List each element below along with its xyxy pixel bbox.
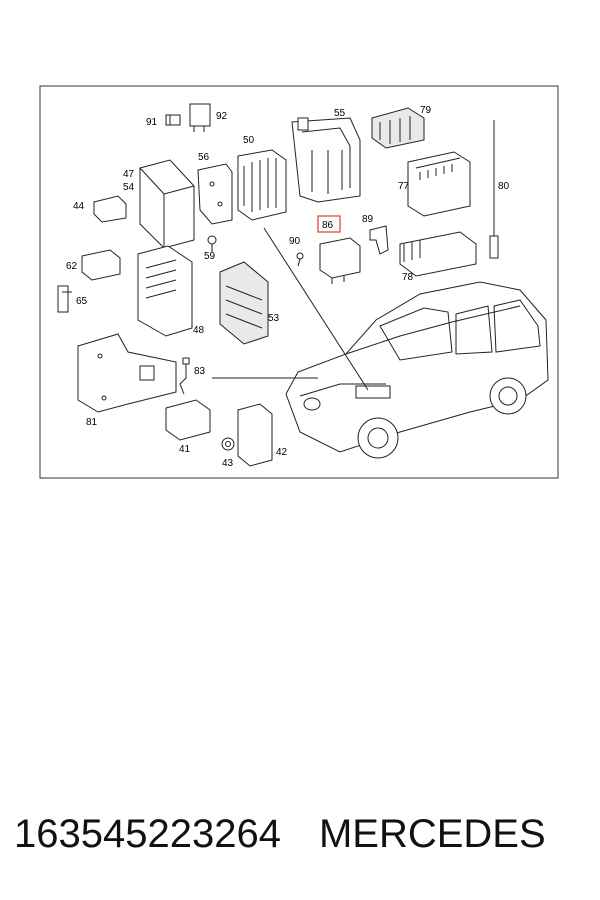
- label-89: 89: [362, 214, 374, 225]
- label-43: 43: [222, 458, 234, 469]
- part-86-module[interactable]: [319, 237, 361, 284]
- brand-name: MERCEDES: [318, 812, 546, 856]
- part-47-54-control-unit[interactable]: [139, 159, 195, 249]
- label-90: 90: [289, 236, 301, 247]
- label-91: 91: [146, 117, 158, 128]
- part-90-screw[interactable]: [296, 252, 304, 267]
- leader-lines: [212, 227, 369, 391]
- part-78-control-unit[interactable]: [399, 231, 477, 277]
- part-55-carrier[interactable]: [291, 117, 361, 203]
- label-59: 59: [204, 251, 216, 262]
- label-50: 50: [243, 135, 255, 146]
- label-86: 86: [322, 220, 334, 231]
- part-65-bracket[interactable]: [57, 285, 72, 313]
- label-77: 77: [398, 181, 410, 192]
- highlight-box-86: [317, 215, 341, 233]
- part-53-control-unit[interactable]: [219, 261, 269, 345]
- part-43-nut[interactable]: [221, 437, 235, 451]
- label-41: 41: [179, 444, 191, 455]
- part-48-control-unit[interactable]: [137, 245, 193, 337]
- label-81: 81: [86, 417, 98, 428]
- part-42-module[interactable]: [237, 403, 273, 467]
- vehicle-illustration: [285, 281, 549, 459]
- part-79-control-unit[interactable]: [371, 107, 425, 149]
- part-81-mount-plate[interactable]: [77, 333, 177, 413]
- part-62-relay[interactable]: [81, 249, 121, 281]
- label-80: 80: [498, 181, 510, 192]
- part-44-relay[interactable]: [93, 195, 127, 223]
- parts-diagram: 91 92 55 79 50 56 47 54 77 80 44 86 89 9…: [39, 85, 559, 479]
- part-number: 163545223264: [14, 812, 281, 856]
- label-54: 54: [123, 182, 135, 193]
- label-83: 83: [194, 366, 206, 377]
- part-89-bracket[interactable]: [369, 225, 389, 255]
- label-79: 79: [420, 105, 432, 116]
- label-48: 48: [193, 325, 205, 336]
- part-41-module[interactable]: [165, 399, 211, 441]
- label-42: 42: [276, 447, 288, 458]
- label-92: 92: [216, 111, 228, 122]
- part-56-bracket[interactable]: [197, 163, 233, 225]
- label-56: 56: [198, 152, 210, 163]
- label-78: 78: [402, 272, 414, 283]
- part-59-screw[interactable]: [207, 235, 217, 252]
- label-55: 55: [334, 108, 346, 119]
- label-62: 62: [66, 261, 78, 272]
- part-91-fuse[interactable]: [165, 114, 181, 126]
- part-83-clip[interactable]: [179, 357, 190, 395]
- part-92-relay[interactable]: [189, 103, 211, 132]
- part-77-control-unit[interactable]: [407, 151, 471, 217]
- label-44: 44: [73, 201, 85, 212]
- part-80-antenna[interactable]: [489, 120, 499, 259]
- caption: 163545223264 MERCEDES: [14, 806, 594, 862]
- part-50-control-unit[interactable]: [237, 149, 287, 221]
- label-53: 53: [268, 313, 280, 324]
- label-47: 47: [123, 169, 135, 180]
- label-65: 65: [76, 296, 88, 307]
